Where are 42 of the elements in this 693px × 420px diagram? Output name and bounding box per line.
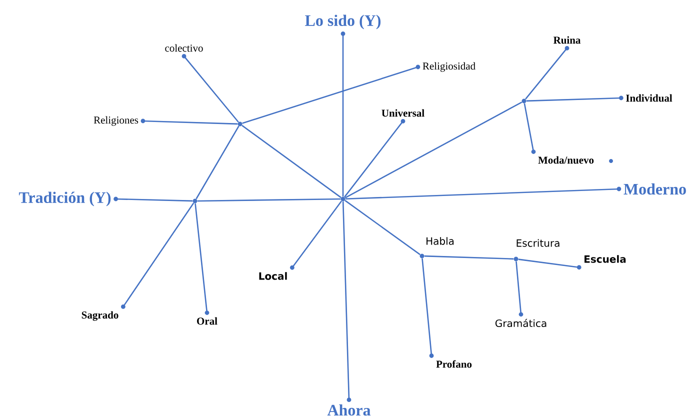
term-label: Ruina — [553, 36, 581, 50]
term-label: Religiosidad — [416, 62, 476, 72]
connector-line — [526, 97, 622, 102]
connector-line — [142, 120, 238, 125]
term-label: Universal — [382, 109, 424, 124]
connector-line — [344, 120, 404, 198]
connector-line — [524, 103, 534, 152]
connector-line — [242, 124, 342, 198]
connector-line — [344, 200, 420, 256]
axis-label: Moderno — [616, 183, 686, 195]
axis-label: Ahora — [327, 398, 371, 416]
term-label: Habla — [426, 237, 454, 245]
connector-line — [424, 255, 514, 260]
term-label: Moda/nuevo — [531, 150, 594, 164]
connector-line — [518, 258, 580, 268]
connector-line — [116, 198, 193, 202]
term-label: Local — [259, 265, 294, 280]
connector-line — [342, 201, 350, 400]
connector-line — [342, 34, 344, 197]
term-label: Sagrado — [82, 304, 126, 321]
term-label: colectivo — [165, 44, 203, 58]
term-label: Escritura — [516, 239, 560, 247]
connector-line — [292, 200, 342, 268]
connector-line — [194, 203, 208, 313]
term-label: Religiones — [94, 116, 146, 126]
connector-line — [242, 66, 418, 124]
connector-line — [344, 102, 522, 198]
connector-line — [197, 198, 341, 202]
connector-line — [422, 258, 432, 356]
axis-label: Lo sido (Y) — [305, 14, 381, 36]
term-label: Oral — [197, 310, 218, 325]
term-label: Gramática — [495, 312, 546, 328]
connector-line — [525, 48, 568, 100]
axis-label: Tradición (Y) — [18, 192, 118, 206]
connector-line — [122, 202, 194, 308]
term-label: Escuela — [576, 255, 626, 270]
term-label: Profano — [429, 354, 472, 368]
connector-line — [196, 126, 240, 200]
connector-line — [516, 261, 522, 314]
connector-line — [345, 188, 619, 200]
connector-line — [184, 56, 239, 123]
term-label: Individual — [618, 94, 672, 102]
